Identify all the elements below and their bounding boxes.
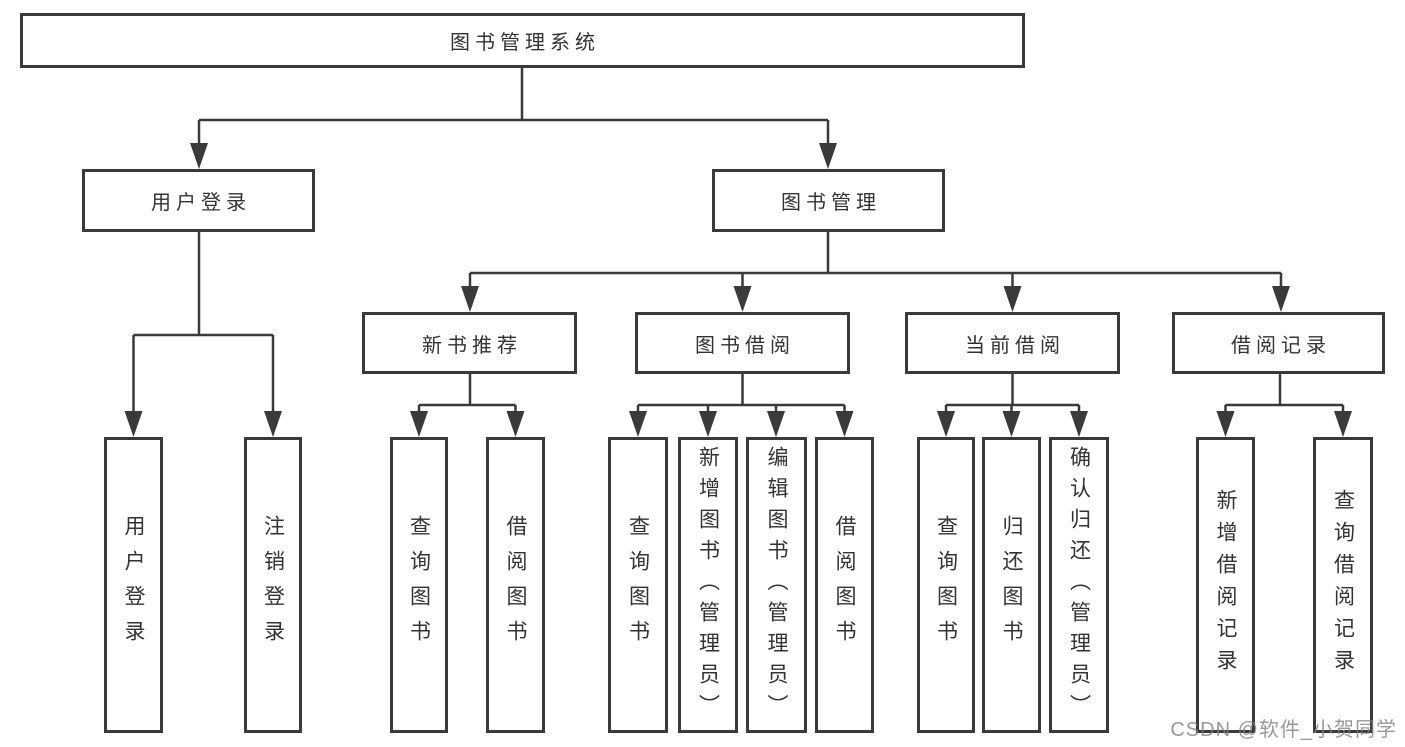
node-root-label: 图书管理系统 — [450, 32, 600, 54]
leaf-add-borrow-record: 新增借阅记录 — [1196, 437, 1255, 733]
node-user-login: 用户登录 — [82, 169, 315, 232]
leaf-logout-label: 注销登录 — [261, 515, 285, 655]
leaf-user-login: 用户登录 — [104, 437, 163, 733]
leaf-borrow-books-recommend: 借阅图书 — [486, 437, 545, 733]
leaf-query-books-current: 查询图书 — [917, 437, 975, 733]
node-book-management-label: 图书管理 — [781, 192, 881, 214]
leaf-query-books-borrow-label: 查询图书 — [626, 515, 650, 655]
leaf-query-books-borrow: 查询图书 — [608, 437, 668, 733]
node-borrow-records-label: 借阅记录 — [1231, 334, 1331, 357]
node-book-management: 图书管理 — [712, 169, 945, 232]
node-user-login-label: 用户登录 — [151, 192, 251, 214]
leaf-query-borrow-record-label: 查询借阅记录 — [1331, 489, 1355, 681]
leaf-return-books-label: 归还图书 — [1000, 515, 1023, 655]
node-current-borrow-label: 当前借阅 — [965, 334, 1065, 357]
leaf-user-login-label: 用户登录 — [122, 515, 145, 655]
arrowheads — [124, 143, 1352, 437]
node-new-book-recommend-label: 新书推荐 — [422, 334, 522, 357]
leaf-query-books-current-label: 查询图书 — [934, 515, 958, 655]
leaf-borrow-books-borrow: 借阅图书 — [815, 437, 874, 733]
leaf-query-borrow-record: 查询借阅记录 — [1313, 437, 1373, 733]
leaf-query-books-recommend: 查询图书 — [390, 437, 448, 733]
csdn-watermark: CSDN @软件_小贺同学 — [1170, 719, 1397, 741]
leaf-logout: 注销登录 — [244, 437, 302, 733]
leaf-return-books: 归还图书 — [982, 437, 1041, 733]
node-borrow-records: 借阅记录 — [1172, 312, 1385, 374]
node-book-borrow-label: 图书借阅 — [695, 334, 795, 357]
leaf-add-books-admin: 新增图书（管理员） — [678, 437, 738, 733]
leaf-edit-books-admin: 编辑图书（管理员） — [746, 437, 807, 733]
leaf-edit-books-admin-label: 编辑图书（管理员） — [765, 445, 788, 725]
node-new-book-recommend: 新书推荐 — [362, 312, 577, 374]
leaf-add-books-admin-label: 新增图书（管理员） — [696, 445, 720, 725]
node-root: 图书管理系统 — [20, 13, 1025, 68]
leaf-borrow-books-borrow-label: 借阅图书 — [833, 515, 856, 655]
leaf-query-books-recommend-label: 查询图书 — [407, 515, 431, 655]
node-book-borrow: 图书借阅 — [635, 312, 850, 374]
node-current-borrow: 当前借阅 — [905, 312, 1120, 374]
leaf-confirm-return-admin: 确认归还（管理员） — [1049, 437, 1109, 733]
leaf-add-borrow-record-label: 新增借阅记录 — [1214, 489, 1237, 681]
leaf-confirm-return-admin-label: 确认归还（管理员） — [1067, 445, 1091, 725]
leaf-borrow-books-recommend-label: 借阅图书 — [504, 515, 527, 655]
